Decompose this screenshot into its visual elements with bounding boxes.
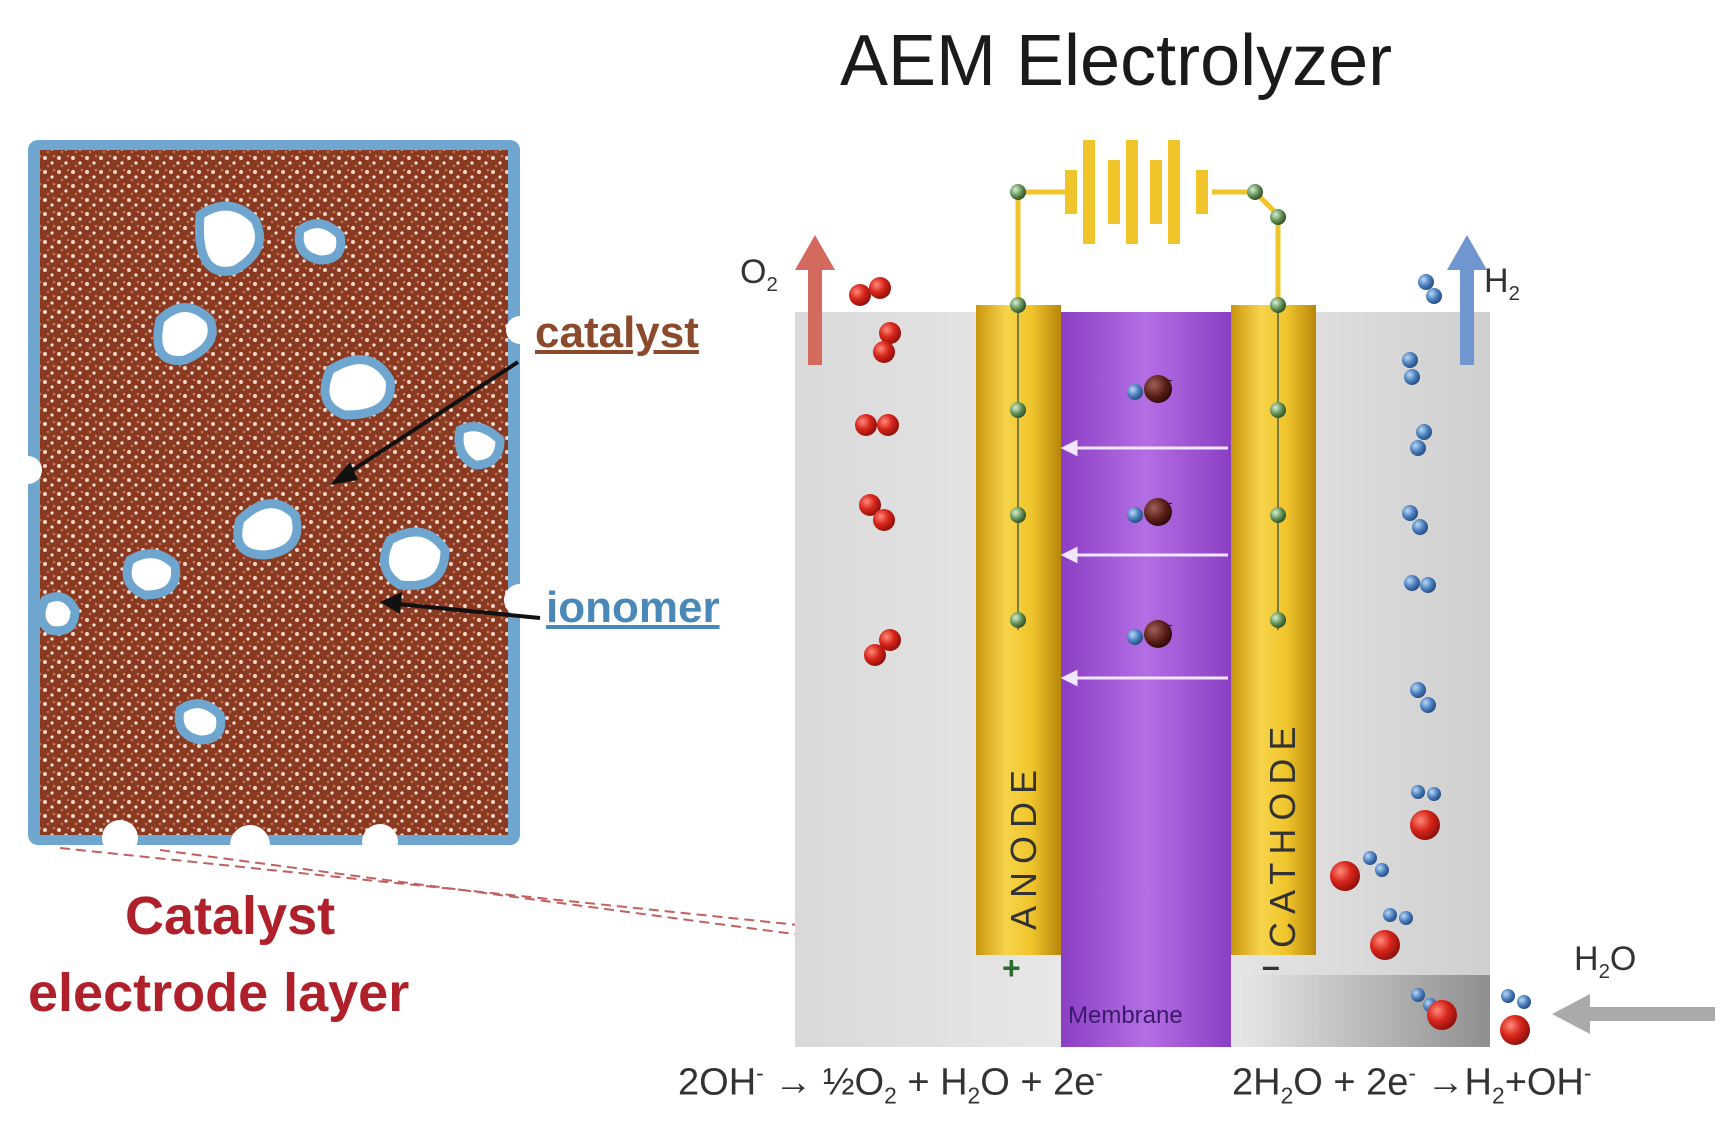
h2-molecules (1402, 274, 1442, 713)
o2-outlet-arrow (795, 235, 835, 365)
o2-label: O2 (740, 253, 778, 296)
anode-polarity-sign: + (1002, 950, 1021, 986)
catalyst-label: catalyst (535, 308, 699, 357)
hydroxide-ion-group: - - - (1127, 371, 1173, 648)
h2o-inlet-arrow (1552, 994, 1715, 1034)
diagram-title: AEM Electrolyzer (840, 21, 1393, 101)
svg-text:-: - (1168, 616, 1173, 632)
catalyst-layer-illustration (14, 140, 536, 865)
svg-text:-: - (1168, 494, 1173, 510)
ionomer-pointer-arrow (380, 592, 541, 620)
anode-reaction-equation: 2OH- → ½O2 + H2O + 2e- (678, 1060, 1103, 1109)
h2-label: H2 (1484, 262, 1520, 305)
membrane-label: Membrane (1068, 1002, 1183, 1029)
electron-dots (1010, 184, 1286, 628)
cathode-reaction-equation: 2H2O + 2e- →H2+OH- (1232, 1060, 1592, 1109)
catalyst-pointer-arrow (330, 360, 520, 485)
cathode-polarity-sign: – (1262, 948, 1280, 984)
catalyst-electrode-layer-label-line2: electrode layer (28, 963, 410, 1023)
external-circuit (1010, 140, 1286, 630)
cathode-label: CATHODE (1262, 718, 1303, 948)
catalyst-electrode-layer-label-line1: Catalyst (125, 886, 336, 946)
ion-transport-arrows (1060, 439, 1228, 687)
battery-icon (1065, 140, 1208, 244)
ionomer-label: ionomer (546, 583, 720, 632)
h2-outlet-arrow (1447, 235, 1487, 365)
o2-molecules (849, 277, 901, 666)
water-molecules (1330, 785, 1531, 1045)
anode-label: ANODE (1003, 761, 1044, 930)
svg-text:-: - (1168, 371, 1173, 387)
h2o-label: H2O (1574, 940, 1637, 983)
